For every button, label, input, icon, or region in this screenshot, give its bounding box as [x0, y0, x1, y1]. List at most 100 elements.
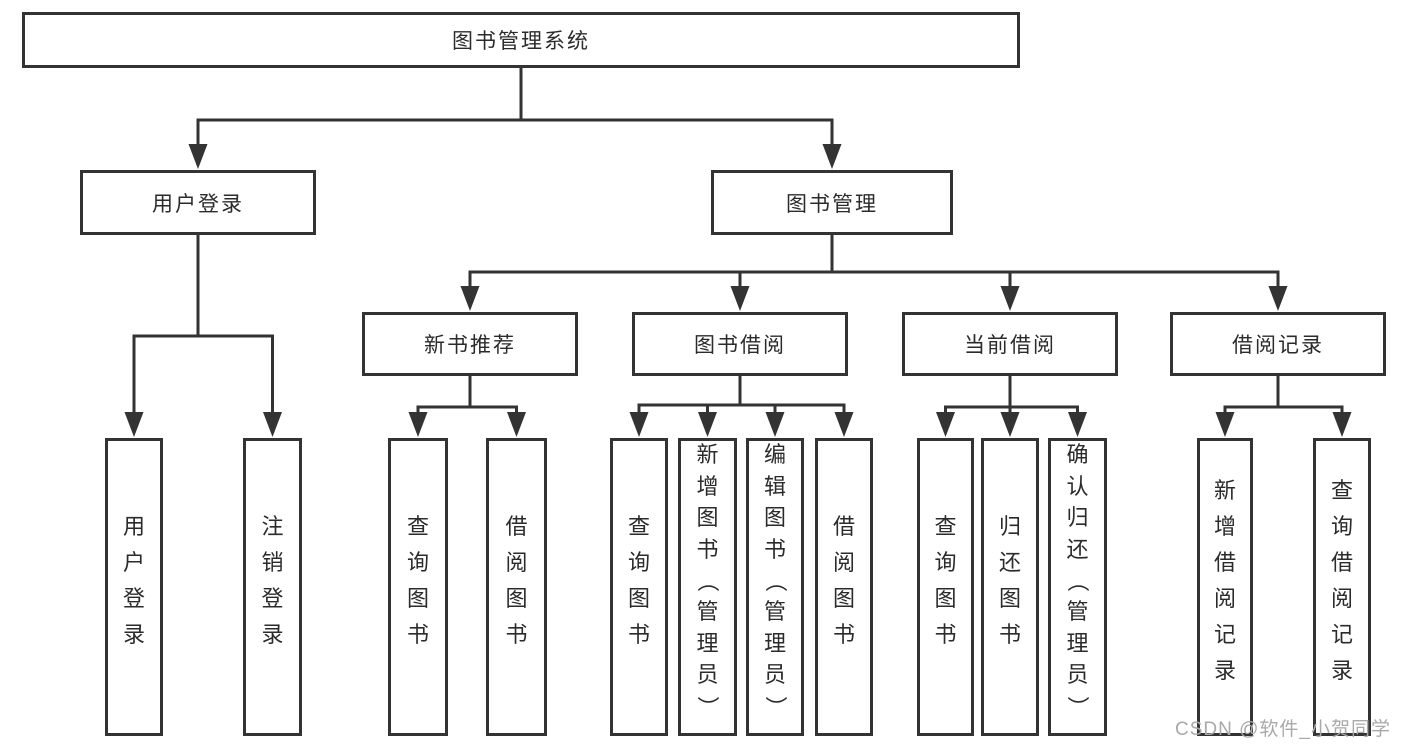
node-book-borrow: 图书借阅: [632, 312, 848, 376]
node-book-mgmt: 图书管理: [711, 170, 953, 235]
node-label-char: 理: [1066, 630, 1089, 656]
node-label-char: 书: [832, 622, 855, 647]
node-label-char: ）: [695, 695, 721, 718]
arrowhead-icon: [1000, 412, 1020, 437]
node-label-char: 查: [934, 514, 957, 539]
node-label-char: 阅: [1213, 586, 1236, 611]
arrowhead-icon: [834, 412, 854, 437]
arrowhead-icon: [730, 286, 750, 311]
node-label-char: 增: [1213, 514, 1236, 539]
node-new-book-rec: 新书推荐: [362, 312, 578, 376]
node-label-char: 询: [627, 550, 650, 575]
node-label: 图书管理系统: [452, 30, 590, 53]
node-label-char: （: [1065, 569, 1091, 593]
node-label-char: ）: [1065, 695, 1091, 718]
node-label-char: 书: [696, 536, 719, 562]
node-label-char: 书: [763, 536, 786, 562]
node-label-char: 图: [832, 586, 855, 611]
arrowhead-icon: [263, 412, 282, 437]
node-leaf-user-login: 用户登录: [105, 438, 163, 736]
node-label: 新书推荐: [424, 334, 516, 357]
node-label-char: 查: [1330, 478, 1353, 503]
node-label-char: 归: [998, 514, 1021, 539]
arrowhead-icon: [1332, 412, 1352, 437]
arrowhead-icon: [1068, 412, 1087, 437]
node-label-char: 户: [122, 550, 145, 575]
node-label-char: 图: [998, 586, 1021, 611]
node-label-char: 图: [934, 586, 957, 611]
node-label: 当前借阅: [964, 334, 1056, 357]
node-label-char: 询: [1330, 514, 1353, 539]
node-label-char: 登: [261, 586, 284, 611]
node-leaf-logout-login: 注销登录: [243, 438, 302, 736]
node-label-char: 录: [1330, 658, 1353, 683]
node-label-char: 借: [1213, 550, 1236, 575]
node-label-char: （: [762, 569, 788, 593]
node-label-char: 新: [696, 442, 719, 468]
node-label-char: 还: [1066, 536, 1089, 562]
node-nbr-borrow-book: 借阅图书: [486, 438, 547, 736]
arrowhead-icon: [765, 412, 785, 437]
node-label-char: 书: [627, 622, 650, 647]
node-cb-confirm-return: 确认归还（管理员）: [1048, 438, 1107, 736]
arrowhead-icon: [1215, 412, 1235, 437]
arrowhead-icon: [188, 144, 208, 169]
node-label-char: 阅: [1330, 586, 1353, 611]
node-root: 图书管理系统: [22, 12, 1020, 68]
node-label-char: 登: [122, 586, 145, 611]
node-label-char: 询: [934, 550, 957, 575]
arrowhead-icon: [1268, 286, 1288, 311]
node-label-char: 管: [763, 599, 786, 625]
node-borrow-records: 借阅记录: [1170, 312, 1386, 376]
node-label-char: 认: [1066, 473, 1089, 499]
node-label-char: 询: [406, 550, 429, 575]
node-label-char: 录: [122, 622, 145, 647]
arrowhead-icon: [936, 412, 955, 437]
node-label-char: 新: [1213, 478, 1236, 503]
node-bb-add-book: 新增图书（管理员）: [678, 438, 737, 736]
node-label-char: 用: [122, 514, 145, 539]
node-bb-borrow-book: 借阅图书: [815, 438, 873, 736]
node-label: 借阅记录: [1232, 334, 1324, 357]
node-label-char: （: [695, 569, 721, 593]
node-label-char: ）: [762, 695, 788, 718]
node-label-char: 查: [627, 514, 650, 539]
node-label-char: 借: [505, 514, 528, 539]
node-label: 图书借阅: [694, 334, 786, 357]
node-label-char: 增: [696, 473, 719, 499]
node-label-char: 图: [505, 586, 528, 611]
node-label-char: 图: [696, 505, 719, 531]
node-label-char: 书: [934, 622, 957, 647]
arrowhead-icon: [408, 412, 428, 437]
node-label-char: 图: [627, 586, 650, 611]
node-label-char: 确: [1066, 442, 1089, 468]
node-cb-return-book: 归还图书: [981, 438, 1039, 736]
node-label-char: 借: [832, 514, 855, 539]
node-label-char: 记: [1213, 622, 1236, 647]
node-label-char: 书: [406, 622, 429, 647]
node-label-char: 辑: [763, 473, 786, 499]
node-current-borrow: 当前借阅: [902, 312, 1118, 376]
node-label: 用户登录: [152, 192, 244, 216]
arrowhead-icon: [507, 412, 526, 437]
node-bb-edit-book: 编辑图书（管理员）: [746, 438, 804, 736]
node-br-add-record: 新增借阅记录: [1197, 438, 1253, 736]
node-label-char: 书: [505, 622, 528, 647]
node-label-char: 理: [696, 630, 719, 656]
node-label-char: 阅: [832, 550, 855, 575]
node-bb-query-book: 查询图书: [610, 438, 668, 736]
arrowhead-icon: [460, 286, 480, 311]
arrowhead-icon: [124, 412, 144, 437]
node-label-char: 员: [763, 662, 786, 688]
node-label-char: 图: [763, 505, 786, 531]
watermark: CSDN @软件_小贺同学: [1175, 719, 1391, 740]
node-label-char: 查: [406, 514, 429, 539]
node-label-char: 还: [998, 550, 1021, 575]
node-label-char: 借: [1330, 550, 1353, 575]
node-label-char: 理: [763, 630, 786, 656]
node-nbr-query-book: 查询图书: [388, 438, 448, 736]
node-label-char: 销: [261, 550, 284, 575]
node-label-char: 录: [1213, 658, 1236, 683]
arrowhead-icon: [822, 144, 842, 169]
node-label-char: 管: [696, 599, 719, 625]
